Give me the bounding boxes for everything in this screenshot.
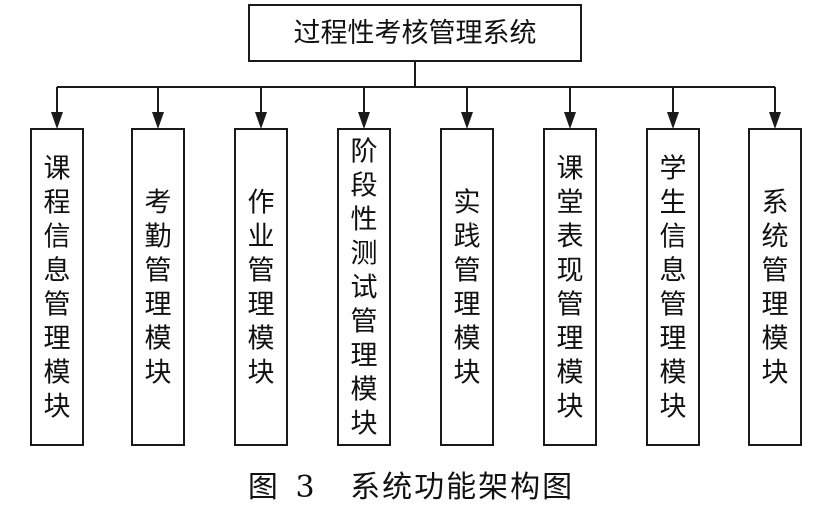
module-box [337, 128, 391, 446]
root-label: 过程性考核管理系统 [294, 18, 537, 49]
module-nodes: 课程信息管理模块 考勤管理模块 作业管理模块 阶段性测试管理模块 实践管理模块 课堂表现管… [30, 87, 802, 446]
module-box [131, 128, 185, 446]
root-node: 过程性考核管理系统 [248, 4, 582, 62]
arrowhead-icon [769, 112, 781, 129]
module-label: 考勤管理模块 [145, 188, 172, 389]
arrowhead-icon [461, 112, 473, 129]
module-label: 课堂表现管理模块 [557, 154, 584, 423]
module-label: 课程信息管理模块 [44, 154, 71, 423]
arrowhead-icon [358, 112, 370, 129]
module-box [748, 128, 802, 446]
arrowhead-icon [564, 112, 576, 129]
arrowhead-icon [152, 112, 164, 129]
module-label: 学生信息管理模块 [660, 154, 687, 423]
module-label: 阶段性测试管理模块 [351, 137, 378, 440]
module-node: 实践管理模块 [440, 87, 494, 446]
module-node: 学生信息管理模块 [646, 87, 700, 446]
module-box [543, 128, 597, 446]
arrowhead-icon [51, 112, 63, 129]
module-node: 课程信息管理模块 [30, 87, 84, 446]
module-box [30, 128, 84, 446]
architecture-diagram: 过程性考核管理系统 课程信息管理模块 考勤管理模块 作业管理模块 阶段性测试管理模块 实… [30, 4, 802, 446]
arrowhead-icon [255, 112, 267, 129]
module-label: 系统管理模块 [762, 188, 789, 389]
module-node: 课堂表现管理模块 [543, 87, 597, 446]
module-node: 考勤管理模块 [131, 87, 185, 446]
module-box [234, 128, 288, 446]
caption-title: 系统功能架构图 [350, 470, 575, 505]
module-label: 作业管理模块 [248, 188, 275, 389]
root-box [248, 4, 582, 62]
module-node: 系统管理模块 [748, 87, 802, 446]
caption-figure-number: 3 [295, 470, 317, 505]
module-box [646, 128, 700, 446]
module-node: 阶段性测试管理模块 [337, 87, 391, 446]
caption-figure-label: 图 [247, 470, 280, 505]
module-box [440, 128, 494, 446]
arrowhead-icon [667, 112, 679, 129]
module-node: 作业管理模块 [234, 87, 288, 446]
module-label: 实践管理模块 [454, 188, 481, 389]
figure-caption: 图 3 系统功能架构图 [0, 462, 822, 506]
